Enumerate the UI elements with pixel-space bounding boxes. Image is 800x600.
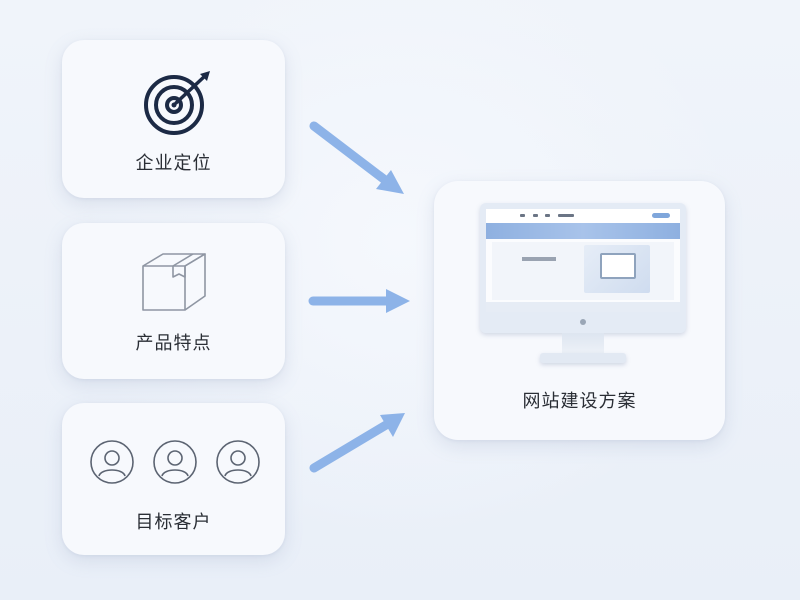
- preview-footer: [486, 302, 680, 312]
- user-icon: [90, 440, 134, 484]
- card-label: 目标客户: [135, 512, 212, 533]
- card-label: 网站建设方案: [522, 391, 637, 412]
- card-label: 企业定位: [135, 153, 212, 174]
- monitor-stand: [540, 353, 626, 363]
- preview-nav-button: [652, 213, 670, 218]
- website-preview: [486, 209, 680, 312]
- preview-heading: [522, 257, 556, 261]
- preview-mini-monitor-icon: [600, 253, 636, 279]
- user-icon: [216, 440, 260, 484]
- target-icon: [144, 71, 210, 135]
- monitor-neck: [562, 333, 604, 355]
- preview-banner: [486, 223, 680, 239]
- card-website-solution: 网站建设方案: [434, 181, 725, 440]
- monitor-icon: [480, 203, 686, 378]
- preview-nav: [486, 209, 680, 224]
- monitor-button-icon: [580, 319, 586, 325]
- card-company-positioning: 企业定位: [62, 40, 285, 198]
- card-product-features: 产品特点: [62, 223, 285, 379]
- box-icon: [142, 253, 206, 311]
- monitor-frame: [480, 203, 686, 333]
- user-icon: [153, 440, 197, 484]
- card-target-customers: 目标客户: [62, 403, 285, 555]
- card-label: 产品特点: [135, 333, 212, 354]
